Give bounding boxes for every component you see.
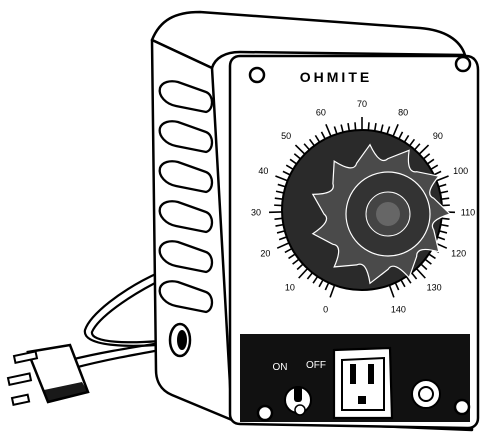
dial-tick [420, 263, 428, 271]
dial-tick [312, 276, 319, 284]
dial-tick [292, 258, 300, 265]
dial-tick [440, 223, 449, 227]
dial-tick [275, 175, 288, 182]
dial-tick [367, 122, 370, 131]
dial-tick [274, 197, 283, 201]
dial-tick [284, 247, 293, 254]
fuse-holder[interactable] [411, 379, 441, 409]
dial-scale-label: 70 [357, 99, 367, 109]
dial-tick [276, 242, 290, 249]
side-vents [158, 80, 214, 314]
dial-tick [428, 253, 436, 260]
dial-tick [392, 123, 399, 137]
dial-tick [296, 263, 304, 271]
dial-tick [439, 190, 449, 194]
switch-on-label: ON [273, 362, 288, 373]
corner-screws [248, 55, 472, 422]
plug [6, 343, 90, 407]
dial-tick [282, 170, 291, 176]
dial-tick [398, 131, 404, 140]
dial-tick [329, 284, 336, 298]
brand-label: OHMITE [300, 69, 372, 85]
dial-tick [275, 223, 284, 227]
dial-tick [324, 282, 330, 291]
dial-scale-label: 120 [451, 249, 466, 259]
dial-tick [441, 197, 450, 201]
control-knob[interactable] [281, 129, 452, 291]
dial-tick [418, 144, 430, 155]
dial-tick [308, 138, 315, 147]
dial-tick [433, 170, 442, 176]
dial-tick [424, 258, 432, 265]
dial-tick [410, 272, 418, 280]
dial-tick [347, 122, 351, 132]
dial-tick [303, 143, 310, 151]
dial-tick [318, 279, 324, 288]
dial-tick [436, 175, 449, 182]
dial-scale-label: 50 [281, 131, 291, 141]
dial-scale-label: 60 [316, 107, 326, 117]
dial-tick [439, 230, 448, 234]
dial-scale-label: 130 [427, 283, 442, 293]
dial-tick [320, 131, 326, 140]
dial-tick [293, 153, 301, 160]
dial-tick [438, 183, 447, 188]
dial-tick [415, 268, 426, 279]
dial-tick [423, 153, 431, 160]
dial-scale-labels: 0 10 20 30 40 50 60 70 80 90 100 110 120 130 140 [251, 99, 475, 315]
dial-tick [285, 164, 294, 170]
dial-tick [386, 126, 391, 135]
dial-tick [426, 158, 435, 165]
dial-scale-label: 30 [251, 208, 261, 218]
dial-scale-label: 110 [461, 208, 475, 218]
dial-tick [388, 284, 395, 298]
cord-grommet [168, 322, 192, 358]
dial-tick [354, 122, 357, 131]
dial-tick [325, 123, 332, 137]
dial-scale-label: 140 [391, 305, 406, 315]
dial-tick [394, 282, 400, 291]
dial-scale-label: 80 [398, 107, 408, 117]
dial-tick [437, 236, 446, 241]
dial-tick [288, 253, 296, 260]
dial-tick [340, 124, 344, 133]
dial-scale-label: 0 [323, 305, 328, 315]
power-outlet[interactable] [332, 346, 394, 420]
dial-scale-label: 20 [260, 249, 270, 259]
dial-tick [274, 217, 283, 220]
dial-tick [400, 279, 406, 288]
dial-tick [275, 190, 285, 194]
dial-tick [380, 124, 384, 133]
dial-tick [414, 143, 421, 151]
dial-tick [289, 158, 298, 165]
dial-scale-label: 100 [453, 166, 468, 176]
dial-tick [276, 230, 285, 234]
power-toggle-switch[interactable] [284, 386, 312, 416]
dial-tick [409, 138, 416, 147]
dial-tick [277, 183, 286, 188]
dial-tick [405, 276, 412, 284]
dial-tick [278, 236, 287, 241]
dial-tick [333, 126, 338, 135]
dial-scale-label: 90 [433, 131, 443, 141]
dial-tick [441, 217, 450, 220]
dial-tick [403, 134, 410, 143]
dial-tick [306, 272, 314, 280]
dial-tick [298, 268, 309, 279]
dial-tick [430, 164, 439, 170]
dial-tick [314, 134, 321, 143]
dial-tick [294, 144, 306, 155]
dial-scale-label: 40 [258, 166, 268, 176]
dial-tick [373, 122, 377, 132]
switch-off-label: OFF [306, 360, 326, 371]
dial-scale-label: 10 [285, 283, 295, 293]
